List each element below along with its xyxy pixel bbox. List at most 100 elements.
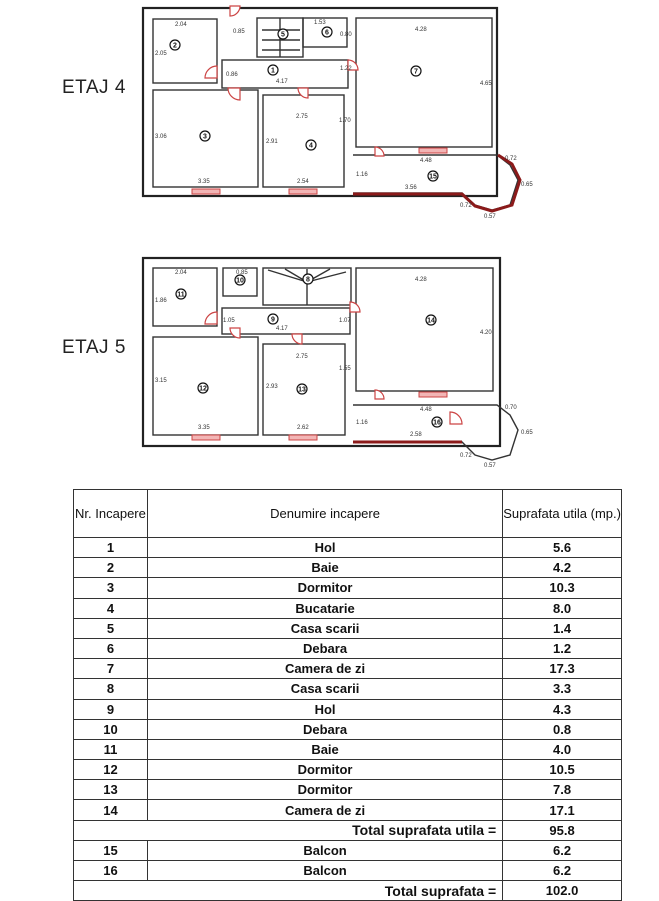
- svg-text:2.04: 2.04: [175, 270, 187, 276]
- room-marker: 12: [197, 382, 209, 394]
- svg-text:0.80: 0.80: [340, 32, 352, 38]
- room-number: 6: [73, 637, 148, 660]
- svg-text:1.07: 1.07: [339, 318, 351, 324]
- room-name: Balcon: [146, 839, 504, 862]
- room-number: 1: [73, 536, 148, 559]
- room-marker: 16: [431, 416, 443, 428]
- svg-text:0.72: 0.72: [505, 156, 517, 162]
- room-name: Casa scarii: [146, 678, 504, 700]
- room-marker: 11: [175, 288, 187, 300]
- svg-text:2: 2: [173, 43, 177, 50]
- svg-text:15: 15: [429, 174, 437, 181]
- room-marker: 15: [427, 170, 439, 182]
- room-area: 6.2: [502, 859, 622, 882]
- svg-text:2.91: 2.91: [266, 139, 278, 145]
- svg-text:1.16: 1.16: [356, 420, 368, 426]
- room-name: Balcon: [146, 859, 504, 882]
- room-number: 2: [73, 557, 148, 579]
- floor-plan-etaj-4: 2.042.05 0.851.53 0.801.22 4.170.86 4.28…: [141, 5, 533, 220]
- room-area: 3.3: [502, 678, 622, 700]
- room-marker: 4: [305, 139, 317, 151]
- room-marker: 13: [296, 383, 308, 395]
- svg-text:0.72: 0.72: [460, 203, 472, 209]
- svg-text:13: 13: [298, 387, 306, 394]
- room-marker: 3: [199, 130, 211, 142]
- svg-text:3.56: 3.56: [405, 185, 417, 191]
- room-number: 14: [73, 799, 148, 821]
- svg-text:9: 9: [271, 317, 275, 324]
- room-10: [222, 267, 258, 297]
- svg-text:3.35: 3.35: [198, 179, 210, 185]
- room-area: 5.6: [502, 536, 622, 559]
- svg-text:12: 12: [199, 386, 207, 393]
- svg-text:16: 16: [433, 420, 441, 427]
- room-area: 4.3: [502, 698, 622, 720]
- room-area: 10.3: [502, 577, 622, 599]
- svg-text:14: 14: [427, 318, 435, 325]
- room-marker: 7: [410, 65, 422, 77]
- room-9: [221, 307, 351, 335]
- floor-title-etaj-5: ETAJ 5: [62, 337, 126, 358]
- room-number: 7: [73, 658, 148, 680]
- room-marker: 9: [267, 313, 279, 325]
- room-number: 15: [73, 839, 148, 862]
- total-row: Total suprafata =102.0: [72, 880, 622, 901]
- room-number: 13: [73, 779, 148, 801]
- room-name: Baie: [146, 557, 504, 579]
- room-name: Dormitor: [146, 577, 504, 599]
- header-nr: Nr. Incapere: [73, 489, 148, 538]
- total-value: 102.0: [502, 880, 622, 901]
- svg-text:2.75: 2.75: [296, 114, 308, 120]
- room-number: 8: [73, 678, 148, 700]
- svg-text:3.35: 3.35: [198, 425, 210, 431]
- svg-text:4.20: 4.20: [480, 330, 492, 336]
- svg-text:4.28: 4.28: [415, 277, 427, 283]
- total-utila-row: Total suprafata utila =95.8: [72, 819, 622, 841]
- svg-text:0.72: 0.72: [460, 453, 472, 459]
- svg-text:0.65: 0.65: [521, 182, 533, 188]
- svg-text:10: 10: [236, 278, 244, 285]
- svg-text:0.85: 0.85: [233, 29, 245, 35]
- svg-text:4.65: 4.65: [480, 81, 492, 87]
- room-area: 6.2: [502, 839, 622, 862]
- svg-text:4.48: 4.48: [420, 158, 432, 164]
- svg-text:0.86: 0.86: [226, 72, 238, 78]
- room-number: 10: [73, 718, 148, 740]
- svg-text:1: 1: [271, 68, 275, 75]
- svg-text:0.85: 0.85: [236, 270, 248, 276]
- svg-text:7: 7: [414, 69, 418, 76]
- room-name: Casa scarii: [146, 617, 504, 639]
- room-number: 4: [73, 597, 148, 619]
- svg-text:3: 3: [203, 134, 207, 141]
- floor-plan-etaj-5: 2.041.86 1.050.85 4.171.07 4.284.20 3.15…: [141, 256, 533, 469]
- svg-text:6: 6: [325, 30, 329, 37]
- header-name: Denumire incapere: [146, 489, 504, 538]
- room-area: 10.5: [502, 759, 622, 781]
- room-marker: 6: [321, 26, 333, 38]
- total-utila-value: 95.8: [502, 819, 622, 841]
- svg-text:11: 11: [177, 292, 185, 299]
- room-14: [355, 267, 494, 392]
- room-name: Dormitor: [146, 779, 504, 801]
- svg-text:0.57: 0.57: [484, 463, 496, 469]
- floor-title-etaj-4: ETAJ 4: [62, 77, 126, 98]
- room-area: 4.0: [502, 738, 622, 761]
- room-number: 5: [73, 617, 148, 639]
- svg-text:8: 8: [306, 277, 310, 284]
- svg-text:0.65: 0.65: [521, 430, 533, 436]
- svg-text:3.15: 3.15: [155, 378, 167, 384]
- room-marker: 8: [302, 273, 314, 285]
- room-marker: 5: [277, 28, 289, 40]
- room-marker: 1: [267, 64, 279, 76]
- room-area: 1.4: [502, 617, 622, 639]
- svg-text:4: 4: [309, 143, 313, 150]
- room-1: [221, 59, 349, 89]
